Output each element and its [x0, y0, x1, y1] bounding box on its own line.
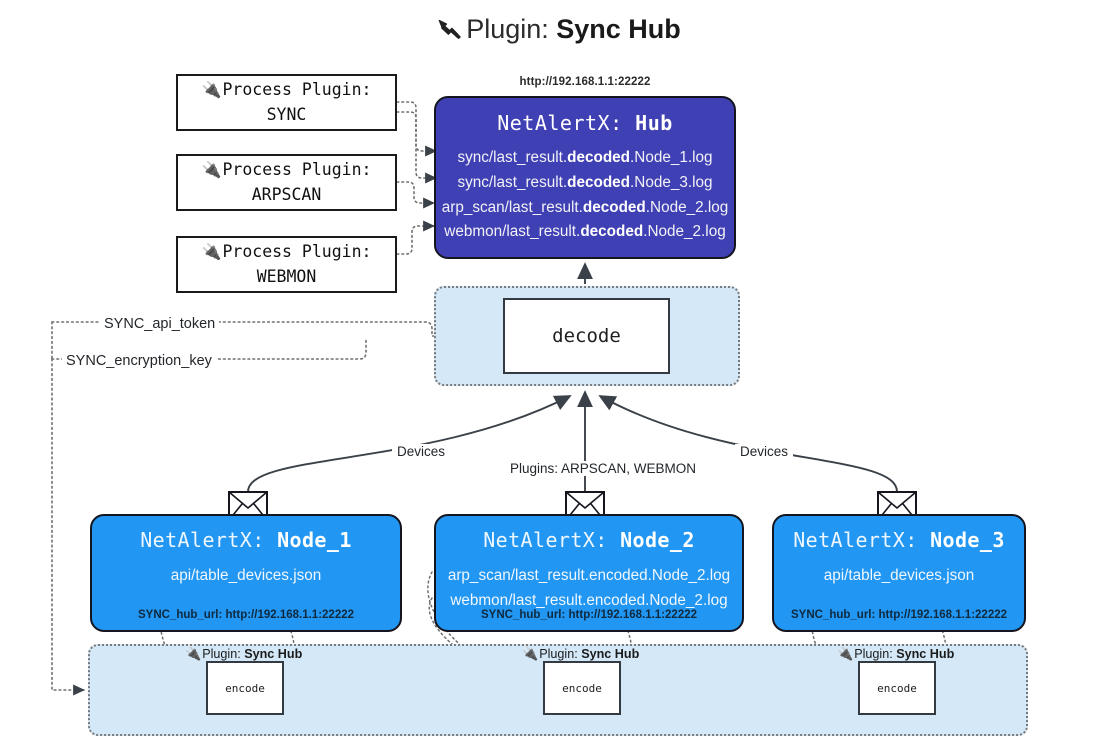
process-plugin-line2: SYNC: [266, 105, 307, 125]
encode-box-3[interactable]: encode: [858, 661, 936, 715]
node-title: NetAlertX: Node_3: [774, 528, 1024, 552]
hub-title-name: Hub: [635, 111, 673, 135]
node-line-list: arp_scan/last_result.encoded.Node_2.log …: [436, 564, 742, 614]
hub-log-item: webmon/last_result.decoded.Node_2.log: [444, 223, 726, 241]
sync-api-token-label: SYNC_api_token: [100, 316, 220, 332]
process-plugin-line1: Process Plugin:: [222, 160, 372, 180]
decode-box[interactable]: decode: [503, 298, 670, 374]
process-plugin-line1: Process Plugin:: [222, 80, 372, 100]
encode-plugin-label: 🔌Plugin: Sync Hub: [522, 646, 640, 661]
node-title-name: Node_2: [620, 528, 695, 552]
process-plugin-webmon[interactable]: 🔌Process Plugin: WEBMON: [176, 236, 397, 293]
node-line: api/table_devices.json: [170, 567, 322, 584]
node-footer: SYNC_hub_url: http://192.168.1.1:22222: [790, 609, 1008, 621]
process-plugin-line1: Process Plugin:: [222, 242, 372, 262]
hub-url: http://192.168.1.1:22222: [519, 76, 651, 88]
node-line-list: api/table_devices.json: [92, 564, 400, 589]
plug-icon: 🔌: [201, 82, 222, 100]
node-footer: SYNC_hub_url: http://192.168.1.1:22222: [137, 609, 355, 621]
node-3[interactable]: NetAlertX: Node_3 api/table_devices.json…: [772, 514, 1026, 632]
hub-log-list: sync/last_result.decoded.Node_1.log sync…: [436, 146, 734, 245]
encode-plugin-label: 🔌Plugin: Sync Hub: [185, 646, 303, 661]
node-title: NetAlertX: Node_2: [436, 528, 742, 552]
title-name: Sync Hub: [556, 14, 681, 44]
process-plugin-arpscan[interactable]: 🔌Process Plugin: ARPSCAN: [176, 154, 397, 211]
node-title-name: Node_3: [930, 528, 1005, 552]
sync-encryption-key-label: SYNC_encryption_key: [62, 353, 216, 369]
node-1[interactable]: NetAlertX: Node_1 api/table_devices.json…: [90, 514, 402, 632]
encode-box-1[interactable]: encode: [206, 661, 284, 715]
encode-box-2[interactable]: encode: [543, 661, 621, 715]
node-title-prefix: NetAlertX:: [140, 528, 265, 552]
process-plugin-line2: ARPSCAN: [251, 185, 322, 205]
node-line: webmon/last_result.encoded.Node_2.log: [450, 591, 728, 609]
node-footer: SYNC_hub_url: http://192.168.1.1:22222: [480, 609, 698, 621]
node-title-name: Node_1: [277, 528, 352, 552]
plug-icon: 🔌: [185, 646, 202, 661]
node-line: api/table_devices.json: [823, 567, 975, 584]
node-2[interactable]: NetAlertX: Node_2 arp_scan/last_result.e…: [434, 514, 744, 632]
page-title: Plugin: Sync Hub: [0, 14, 1117, 47]
edge-label-devices-right: Devices: [735, 444, 794, 459]
process-plugin-line2: WEBMON: [256, 267, 317, 287]
node-line: arp_scan/last_result.encoded.Node_2.log: [447, 567, 731, 584]
hub-log-item: sync/last_result.decoded.Node_1.log: [457, 149, 713, 166]
hub-log-item: sync/last_result.decoded.Node_3.log: [457, 173, 713, 191]
process-plugin-sync[interactable]: 🔌Process Plugin: SYNC: [176, 74, 397, 131]
plug-icon: 🔌: [837, 646, 854, 661]
node-title-prefix: NetAlertX:: [483, 528, 608, 552]
edge-label-plugins: Plugins: ARPSCAN, WEBMON: [505, 461, 702, 476]
node-title: NetAlertX: Node_1: [92, 528, 400, 552]
encode-plugin-label: 🔌Plugin: Sync Hub: [837, 646, 955, 661]
title-prefix: Plugin:: [466, 14, 549, 44]
plug-icon: 🔌: [201, 244, 222, 262]
hub-title-prefix: NetAlertX:: [497, 111, 623, 135]
hub-node[interactable]: NetAlertX: Hub sync/last_result.decoded.…: [434, 96, 736, 259]
plug-icon: [436, 18, 462, 47]
node-title-prefix: NetAlertX:: [793, 528, 918, 552]
node-line-list: api/table_devices.json: [774, 564, 1024, 589]
edge-label-devices-left: Devices: [392, 444, 451, 459]
hub-log-item: arp_scan/last_result.decoded.Node_2.log: [441, 198, 729, 216]
plug-icon: 🔌: [522, 646, 539, 661]
hub-title: NetAlertX: Hub: [436, 111, 734, 135]
plug-icon: 🔌: [201, 162, 222, 180]
